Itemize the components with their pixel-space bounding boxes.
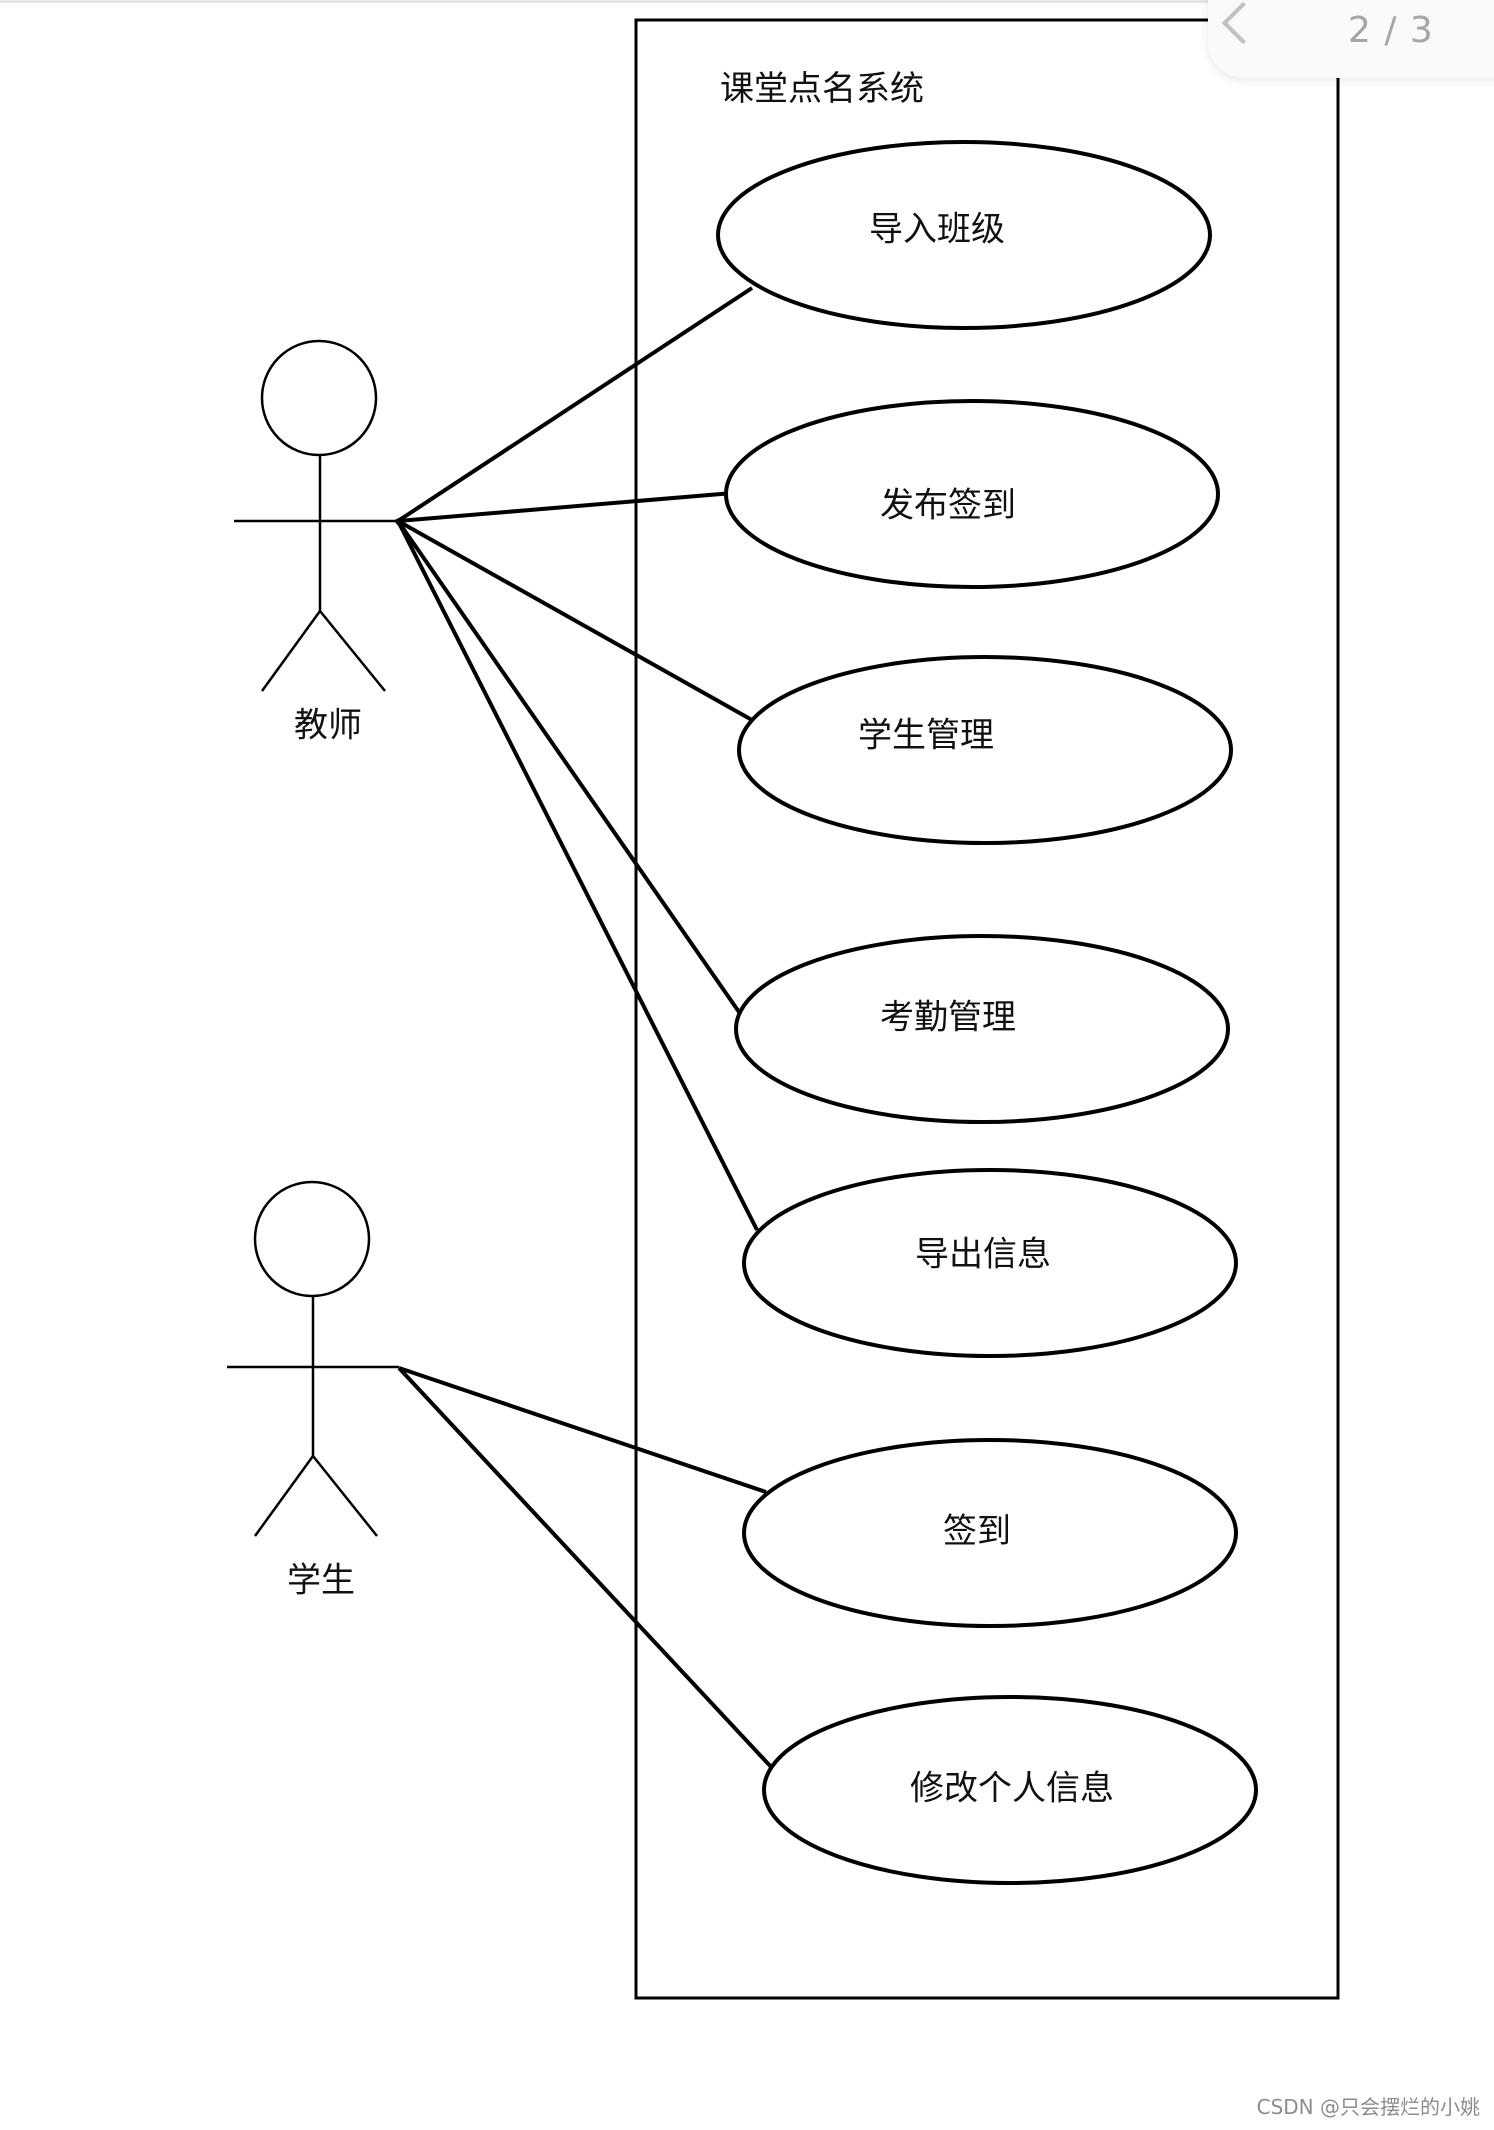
use-case-edit-personal-info-label: 修改个人信息 — [910, 1769, 1114, 1809]
association-student-edit-personal-info — [397, 1366, 775, 1771]
association-teacher-attendance-management — [396, 519, 741, 1014]
use-case-export-info[interactable]: 导出信息 — [742, 1168, 1238, 1358]
page-navigator: 2 / 3 — [1208, 0, 1494, 78]
use-case-student-management-label: 学生管理 — [858, 716, 994, 756]
use-case-attendance-management-label: 考勤管理 — [880, 998, 1016, 1038]
use-case-import-class-ellipse — [716, 140, 1212, 330]
association-teacher-export-info — [396, 520, 759, 1231]
use-case-check-in-label: 签到 — [943, 1512, 1011, 1552]
top-divider — [0, 0, 1494, 3]
association-student-check-in — [398, 1366, 767, 1494]
actor-student-figure — [227, 1180, 399, 1537]
use-case-publish-checkin-label: 发布签到 — [880, 486, 1016, 526]
use-case-check-in[interactable]: 签到 — [742, 1438, 1238, 1628]
use-case-import-class-label: 导入班级 — [869, 210, 1005, 250]
actor-teacher[interactable]: 教师 — [234, 339, 398, 746]
use-case-publish-checkin-ellipse — [724, 399, 1220, 589]
actor-teacher-figure — [234, 339, 398, 692]
use-case-attendance-management-ellipse — [734, 934, 1230, 1124]
use-case-export-info-label: 导出信息 — [915, 1235, 1051, 1275]
association-lines — [396, 286, 775, 1771]
use-case-check-in-ellipse — [742, 1438, 1238, 1628]
use-case-student-management-ellipse — [737, 655, 1233, 845]
actor-student-label: 学生 — [287, 1561, 355, 1601]
association-teacher-import-class — [396, 286, 754, 523]
system-boundary — [634, 18, 1340, 2000]
use-case-export-info-ellipse — [742, 1168, 1238, 1358]
use-case-attendance-management[interactable]: 考勤管理 — [734, 934, 1230, 1124]
chevron-left-icon[interactable] — [1221, 1, 1265, 45]
use-case-student-management[interactable]: 学生管理 — [737, 655, 1233, 845]
actor-student[interactable]: 学生 — [227, 1180, 399, 1601]
association-teacher-publish-checkin — [397, 491, 734, 523]
watermark: CSDN @只会摆烂的小姚 — [1256, 2095, 1480, 2119]
system-title: 课堂点名系统 — [720, 69, 924, 109]
use-case-edit-personal-info-ellipse — [762, 1695, 1258, 1885]
actor-teacher-label: 教师 — [294, 706, 362, 746]
use-case-edit-personal-info[interactable]: 修改个人信息 — [762, 1695, 1258, 1885]
association-teacher-student-management — [397, 519, 753, 722]
use-case-import-class[interactable]: 导入班级 — [716, 140, 1212, 330]
use-case-publish-checkin[interactable]: 发布签到 — [724, 399, 1220, 589]
page-counter: 2 / 3 — [1348, 10, 1434, 51]
